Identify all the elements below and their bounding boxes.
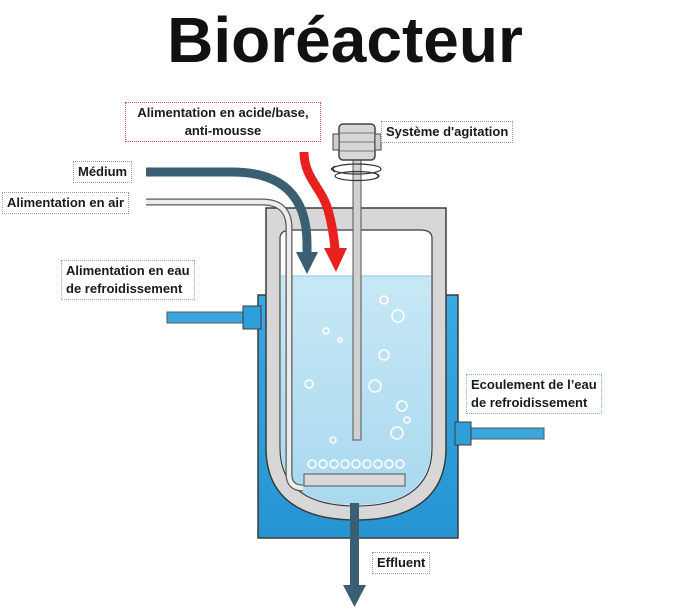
agitation-system-label: Système d'agitation [381,121,514,143]
jacket-outlet-fitting [454,421,472,446]
diagram-title: Bioréacteur [167,4,523,76]
sparger-bubbles [307,459,405,469]
effluent-pipe [350,503,359,587]
cooling-water-outlet-label: Ecoulement de l’eau de refroidissement [466,374,602,414]
effluent-label: Effluent [372,552,431,574]
cooling-water-inlet-label: Alimentation en eau de refroidissement [61,260,195,300]
air-feed-label: Alimentation en air [2,192,130,214]
motor-icon [332,123,382,161]
effluent-arrow [343,585,366,607]
agitator-shaft [352,159,362,441]
sparger [303,473,406,487]
acid-base-feed-arrow [299,151,340,251]
medium-feed-arrow [146,167,312,254]
medium-label: Médium [73,161,133,183]
gas-bubbles [304,295,411,444]
rotation-arrows-icon [330,163,382,182]
acid-base-feed-label: Alimentation en acide/base, anti-mousse [125,102,321,142]
jacket-inlet-fitting [242,305,262,330]
